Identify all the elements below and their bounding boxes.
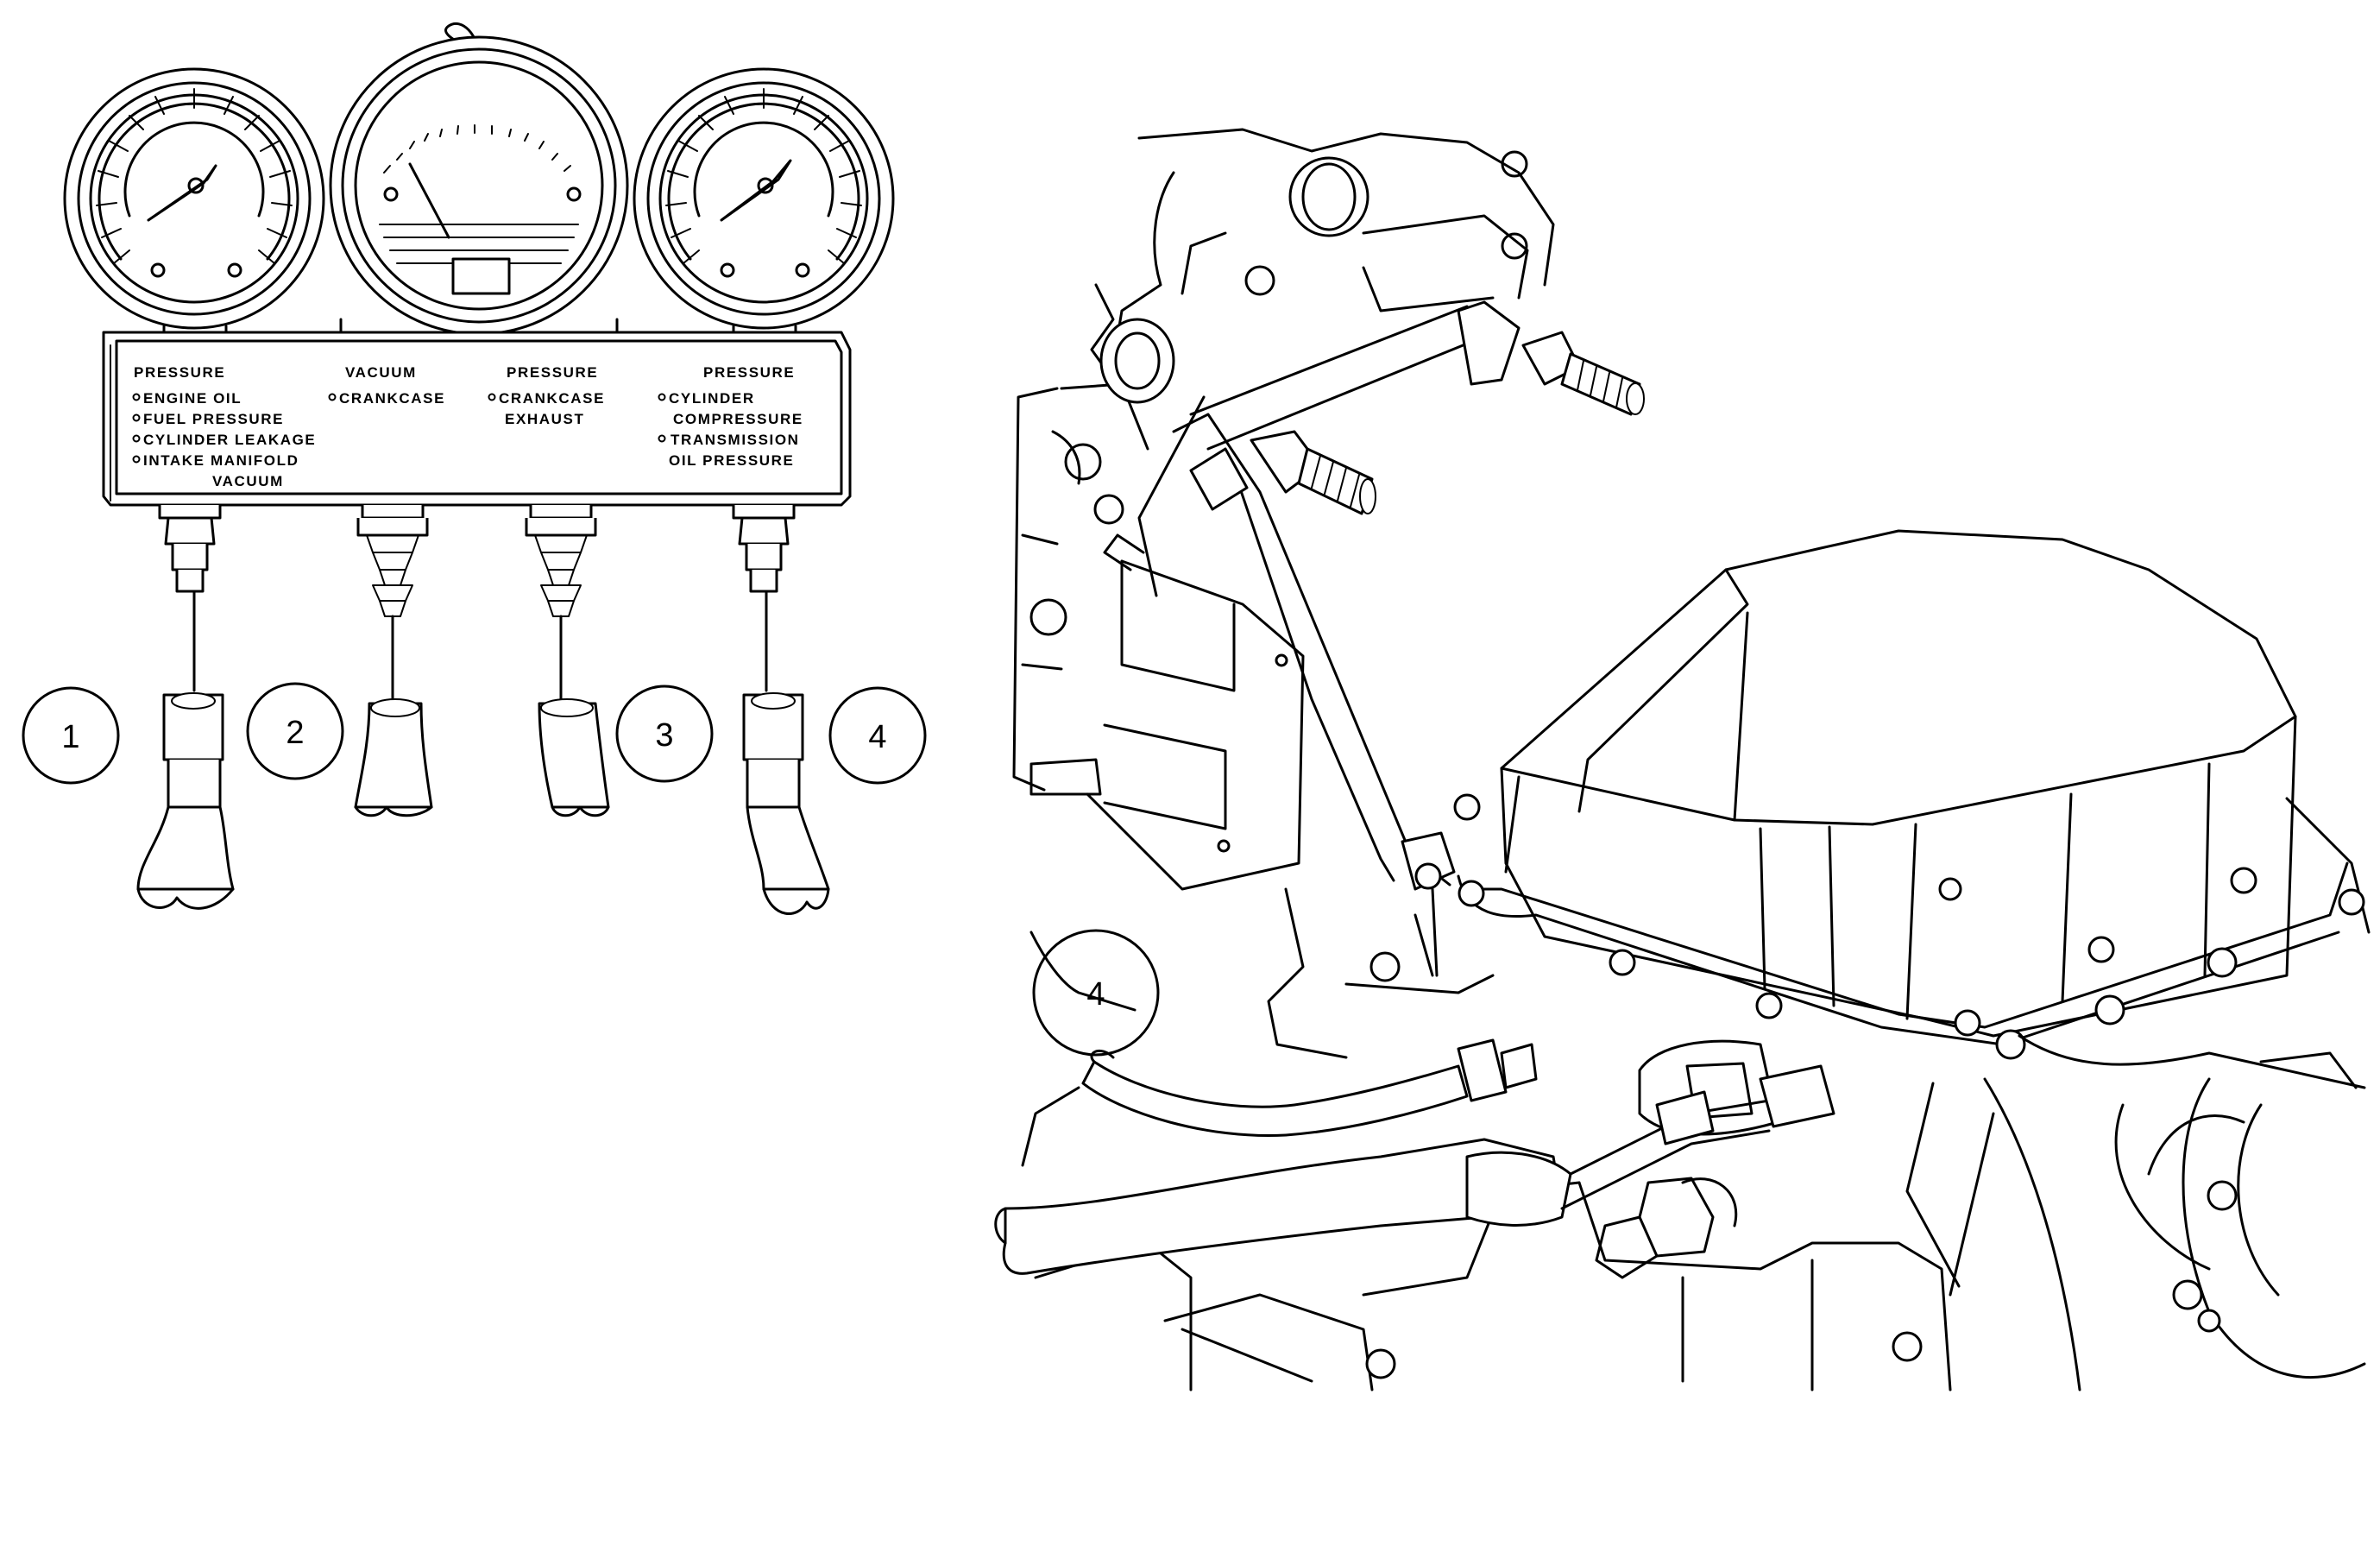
callout-2: 2 — [246, 682, 344, 780]
callout-3: 3 — [615, 685, 714, 783]
fitting-3 — [525, 505, 597, 703]
fitting-bolt-upper — [1521, 331, 1645, 416]
left-pressure-gauge — [63, 67, 325, 340]
column-4-item-1: CYLINDER — [669, 390, 755, 407]
column-3-item-2: EXHAUST — [505, 411, 584, 427]
callout-4-engine-label: 4 — [1086, 976, 1105, 1013]
hose-3 — [538, 698, 610, 817]
column-4-item-3: TRANSMISSION — [671, 432, 800, 448]
fitting-bolt-lower — [1250, 430, 1376, 515]
dipstick-tube — [1172, 413, 1456, 977]
engine-block-lower — [1021, 887, 2366, 1391]
hose-2 — [354, 698, 433, 817]
column-1-item-4: INTAKE MANIFOLD — [143, 452, 299, 469]
column-1-item-2: FUEL PRESSURE — [143, 411, 284, 427]
right-pressure-gauge — [633, 67, 895, 340]
callout-4-label: 4 — [868, 719, 886, 755]
ring-eye-fitting — [1099, 318, 1175, 404]
hose-4 — [742, 692, 830, 915]
fitting-1 — [158, 505, 222, 692]
hose-1 — [136, 692, 235, 910]
callout-1: 1 — [22, 686, 120, 785]
column-heading-3: PRESSURE — [507, 364, 598, 381]
column-1-item-3: CYLINDER LEAKAGE — [143, 432, 316, 448]
gauge-set: PRESSURE VACUUM PRESSURE PRESSURE ENGINE… — [22, 22, 927, 915]
callout-3-label: 3 — [655, 717, 673, 754]
column-2-item-1: CRANKCASE — [339, 390, 445, 407]
pan-rail-bolts — [1369, 793, 2365, 1060]
upper-cross-pipe — [1189, 300, 1521, 451]
manifold-panel: PRESSURE VACUUM PRESSURE PRESSURE ENGINE… — [102, 331, 852, 507]
column-4-item-2: COMPRESSURE — [673, 411, 803, 427]
column-4-item-4: OIL PRESSURE — [669, 452, 794, 469]
center-vacuum-gauge — [329, 22, 629, 340]
left-gauge-scale — [96, 88, 293, 264]
right-gauge-scale — [665, 88, 862, 264]
bracket-plate — [1012, 387, 1305, 891]
left-gauge-needle — [147, 164, 217, 222]
test-hose — [1081, 1038, 1538, 1138]
engine-block-upper — [1060, 128, 1555, 451]
callout-4: 4 — [828, 686, 927, 785]
engine-view: 4 — [994, 128, 2371, 1391]
lower-hose — [994, 1064, 1835, 1275]
oil-pan — [1457, 529, 2371, 1046]
callout-1-label: 1 — [61, 719, 79, 755]
oil-pressure-sender — [1595, 1039, 1779, 1279]
column-1-item-1: ENGINE OIL — [143, 390, 242, 407]
column-heading-1: PRESSURE — [134, 364, 225, 381]
fitting-4 — [732, 505, 796, 692]
callout-4-engine: 4 — [1032, 929, 1160, 1057]
right-gauge-needle — [720, 159, 792, 222]
column-heading-4: PRESSURE — [703, 364, 795, 381]
column-heading-2: VACUUM — [345, 364, 417, 381]
column-1-item-5: VACUUM — [212, 473, 284, 489]
column-3-item-1: CRANKCASE — [499, 390, 605, 407]
fitting-2 — [356, 505, 429, 703]
callout-2-label: 2 — [286, 715, 304, 751]
